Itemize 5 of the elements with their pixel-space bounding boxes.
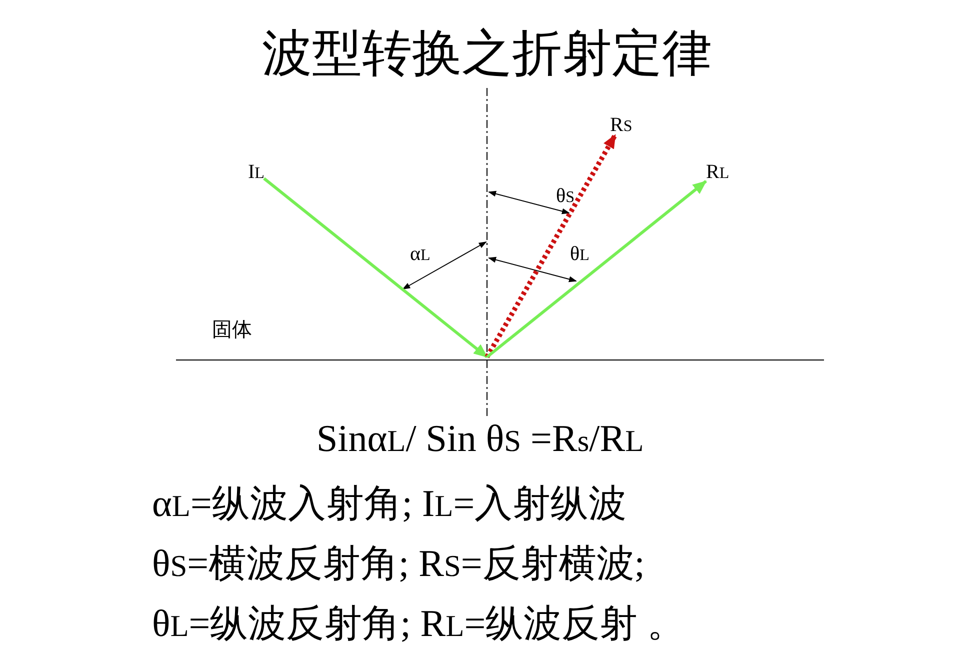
title: 波型转换之折射定律	[262, 28, 712, 78]
ray-arrow	[486, 180, 707, 358]
region-label: 固体	[212, 320, 252, 340]
ray-arrow	[484, 134, 618, 358]
ray-arrow	[263, 177, 488, 358]
